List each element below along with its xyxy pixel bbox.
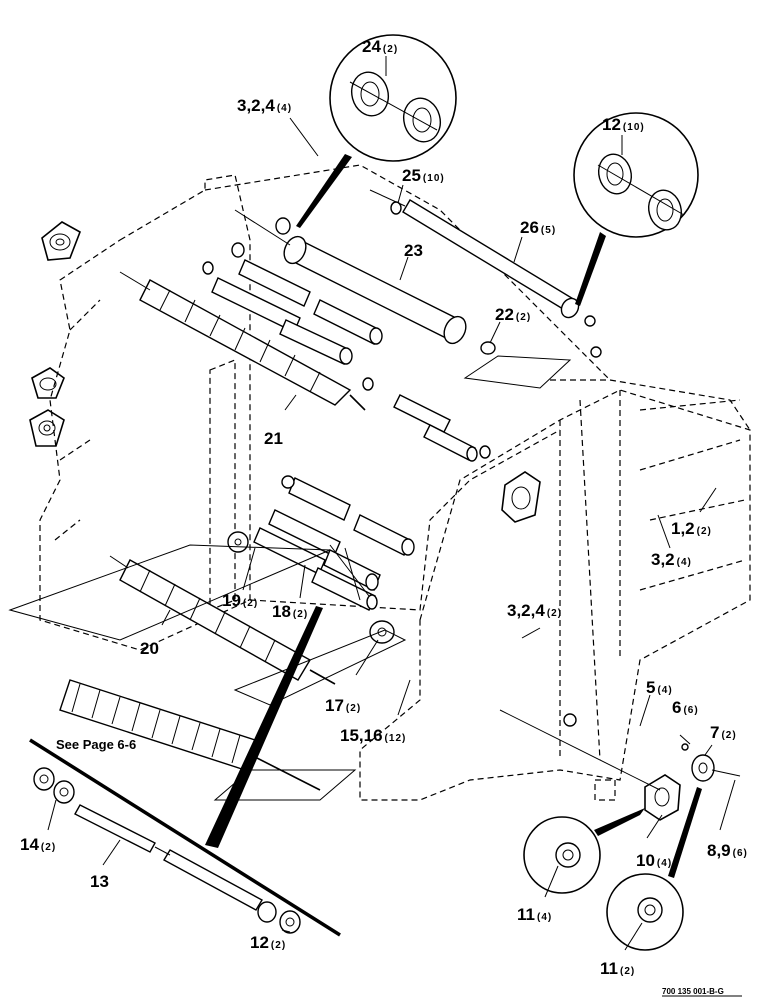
callout-15-16: 15,16(12) [340, 726, 406, 745]
callout-14: 14(2) [20, 835, 56, 854]
callout-12-top: 12(10) [602, 115, 645, 134]
inset-bearings-24 [296, 34, 457, 228]
callout-5: 5(4) [646, 678, 673, 697]
callout-17: 17(2) [325, 696, 361, 715]
leader-lines [47, 56, 736, 951]
bearing-flange-icon [41, 221, 81, 261]
callout-13: 13 [90, 872, 109, 891]
lower-rollers [227, 475, 415, 644]
bearing-flange-10-icon [644, 774, 681, 821]
callout-23: 23 [404, 241, 423, 260]
callout-6: 6(6) [672, 698, 699, 717]
inset-hub-11b [606, 787, 702, 951]
bearing-14-icon [33, 767, 75, 804]
inset-beater-shaft-panel [29, 606, 341, 937]
upper-rollers [202, 189, 596, 462]
bearing-12-icon [257, 901, 301, 934]
callout-26: 26(5) [520, 218, 556, 237]
callout-24: 24(2) [362, 37, 398, 56]
callout-11-b: 11(2) [600, 959, 635, 978]
inset-bearings-12 [573, 112, 699, 306]
callout-11-a: 11(4) [517, 905, 552, 924]
bearing-7-icon [691, 754, 715, 782]
callout-8-9: 8,9(6) [707, 841, 748, 860]
left-bearing-flanges [29, 221, 81, 447]
roller-21-shape [119, 271, 366, 411]
inset-hub-11a [523, 808, 645, 894]
callout-12-bottom: 12(2) [250, 933, 286, 952]
beater-roller-shape [59, 679, 321, 791]
callout-3-2-4-top: 3,2,4(4) [237, 96, 292, 115]
callout-10: 10(4) [636, 851, 672, 870]
roller-20-shape [109, 555, 336, 685]
inset-leader-panels [8, 355, 572, 801]
callout-22: 22(2) [495, 305, 531, 324]
callout-21: 21 [264, 429, 283, 448]
callout-3-2-4-mid: 3,2,4(2) [507, 601, 562, 620]
see-page-note: See Page 6-6 [56, 737, 136, 752]
bearing-flange-icon [31, 367, 65, 399]
reference-code: 700 135 001-B-G [662, 987, 724, 996]
callout-3-2: 3,2(4) [651, 550, 692, 569]
bearing-flange-icon [501, 471, 541, 523]
callout-labels: 24(2) 12(10) 3,2,4(4) 25(10) 26(5) 23 22… [20, 37, 748, 978]
callout-19: 19(2) [222, 591, 258, 610]
callout-1-2: 1,2(2) [671, 519, 712, 538]
right-hardware [499, 346, 741, 821]
bearing-flange-icon [29, 409, 65, 447]
callout-25: 25(10) [402, 166, 445, 185]
callout-18: 18(2) [272, 602, 308, 621]
callout-20: 20 [140, 639, 159, 658]
callout-7: 7(2) [710, 723, 737, 742]
